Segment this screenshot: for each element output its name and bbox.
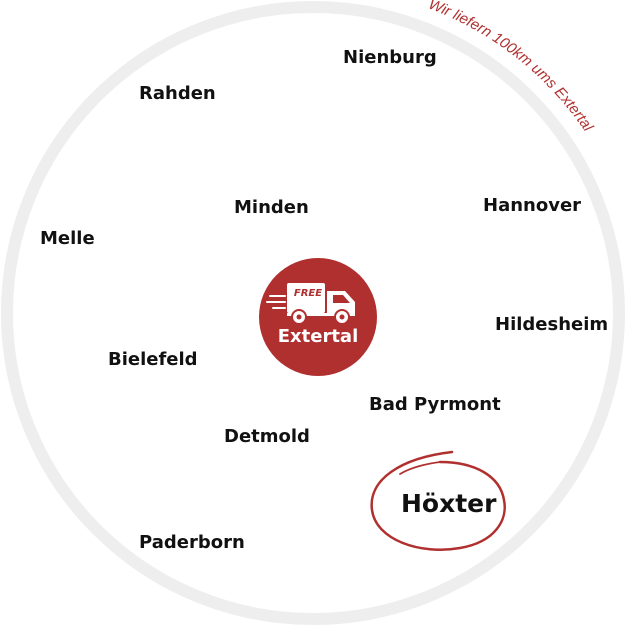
city-melle: Melle bbox=[40, 228, 95, 249]
city-hildesheim: Hildesheim bbox=[495, 314, 609, 335]
city-detmold: Detmold bbox=[224, 426, 310, 447]
city-nienburg: Nienburg bbox=[343, 47, 437, 68]
center-badge-extertal: FREE Extertal bbox=[259, 258, 377, 376]
city-bielefeld: Bielefeld bbox=[108, 349, 198, 370]
city-hoexter: Höxter bbox=[401, 489, 497, 518]
city-hannover: Hannover bbox=[483, 195, 582, 216]
city-bad-pyrmont: Bad Pyrmont bbox=[369, 394, 501, 415]
city-rahden: Rahden bbox=[139, 83, 216, 104]
svg-text:Wir liefern 100km ums Extertal: Wir liefern 100km ums Extertal bbox=[426, 0, 597, 135]
free-label: FREE bbox=[293, 288, 323, 299]
center-city-label: Extertal bbox=[277, 326, 359, 347]
city-paderborn: Paderborn bbox=[139, 532, 245, 553]
tagline-text: Wir liefern 100km ums Extertal bbox=[426, 0, 597, 135]
delivery-truck-icon bbox=[266, 283, 355, 325]
city-minden: Minden bbox=[234, 197, 309, 218]
